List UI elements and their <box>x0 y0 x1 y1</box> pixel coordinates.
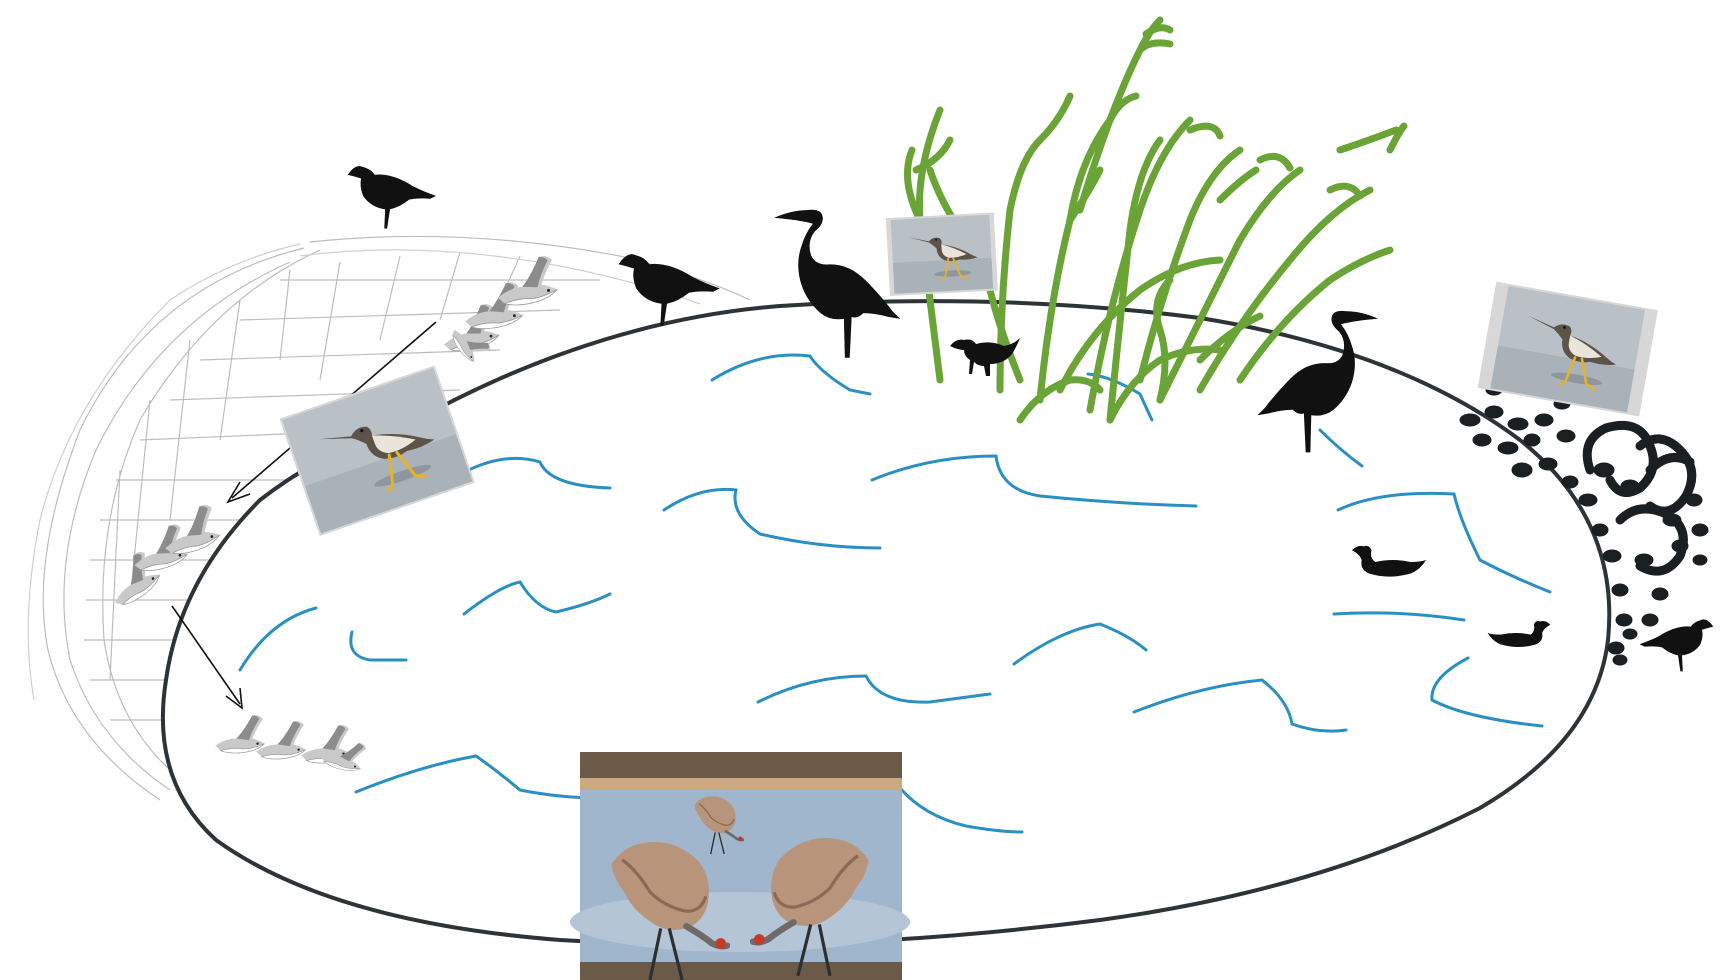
yellowlegs-photo <box>886 212 998 296</box>
plover-silhouette <box>1640 619 1714 671</box>
plover-silhouette <box>348 166 436 228</box>
yellowlegs-photo <box>1478 282 1658 417</box>
sandhill-crane-photo <box>570 752 910 980</box>
